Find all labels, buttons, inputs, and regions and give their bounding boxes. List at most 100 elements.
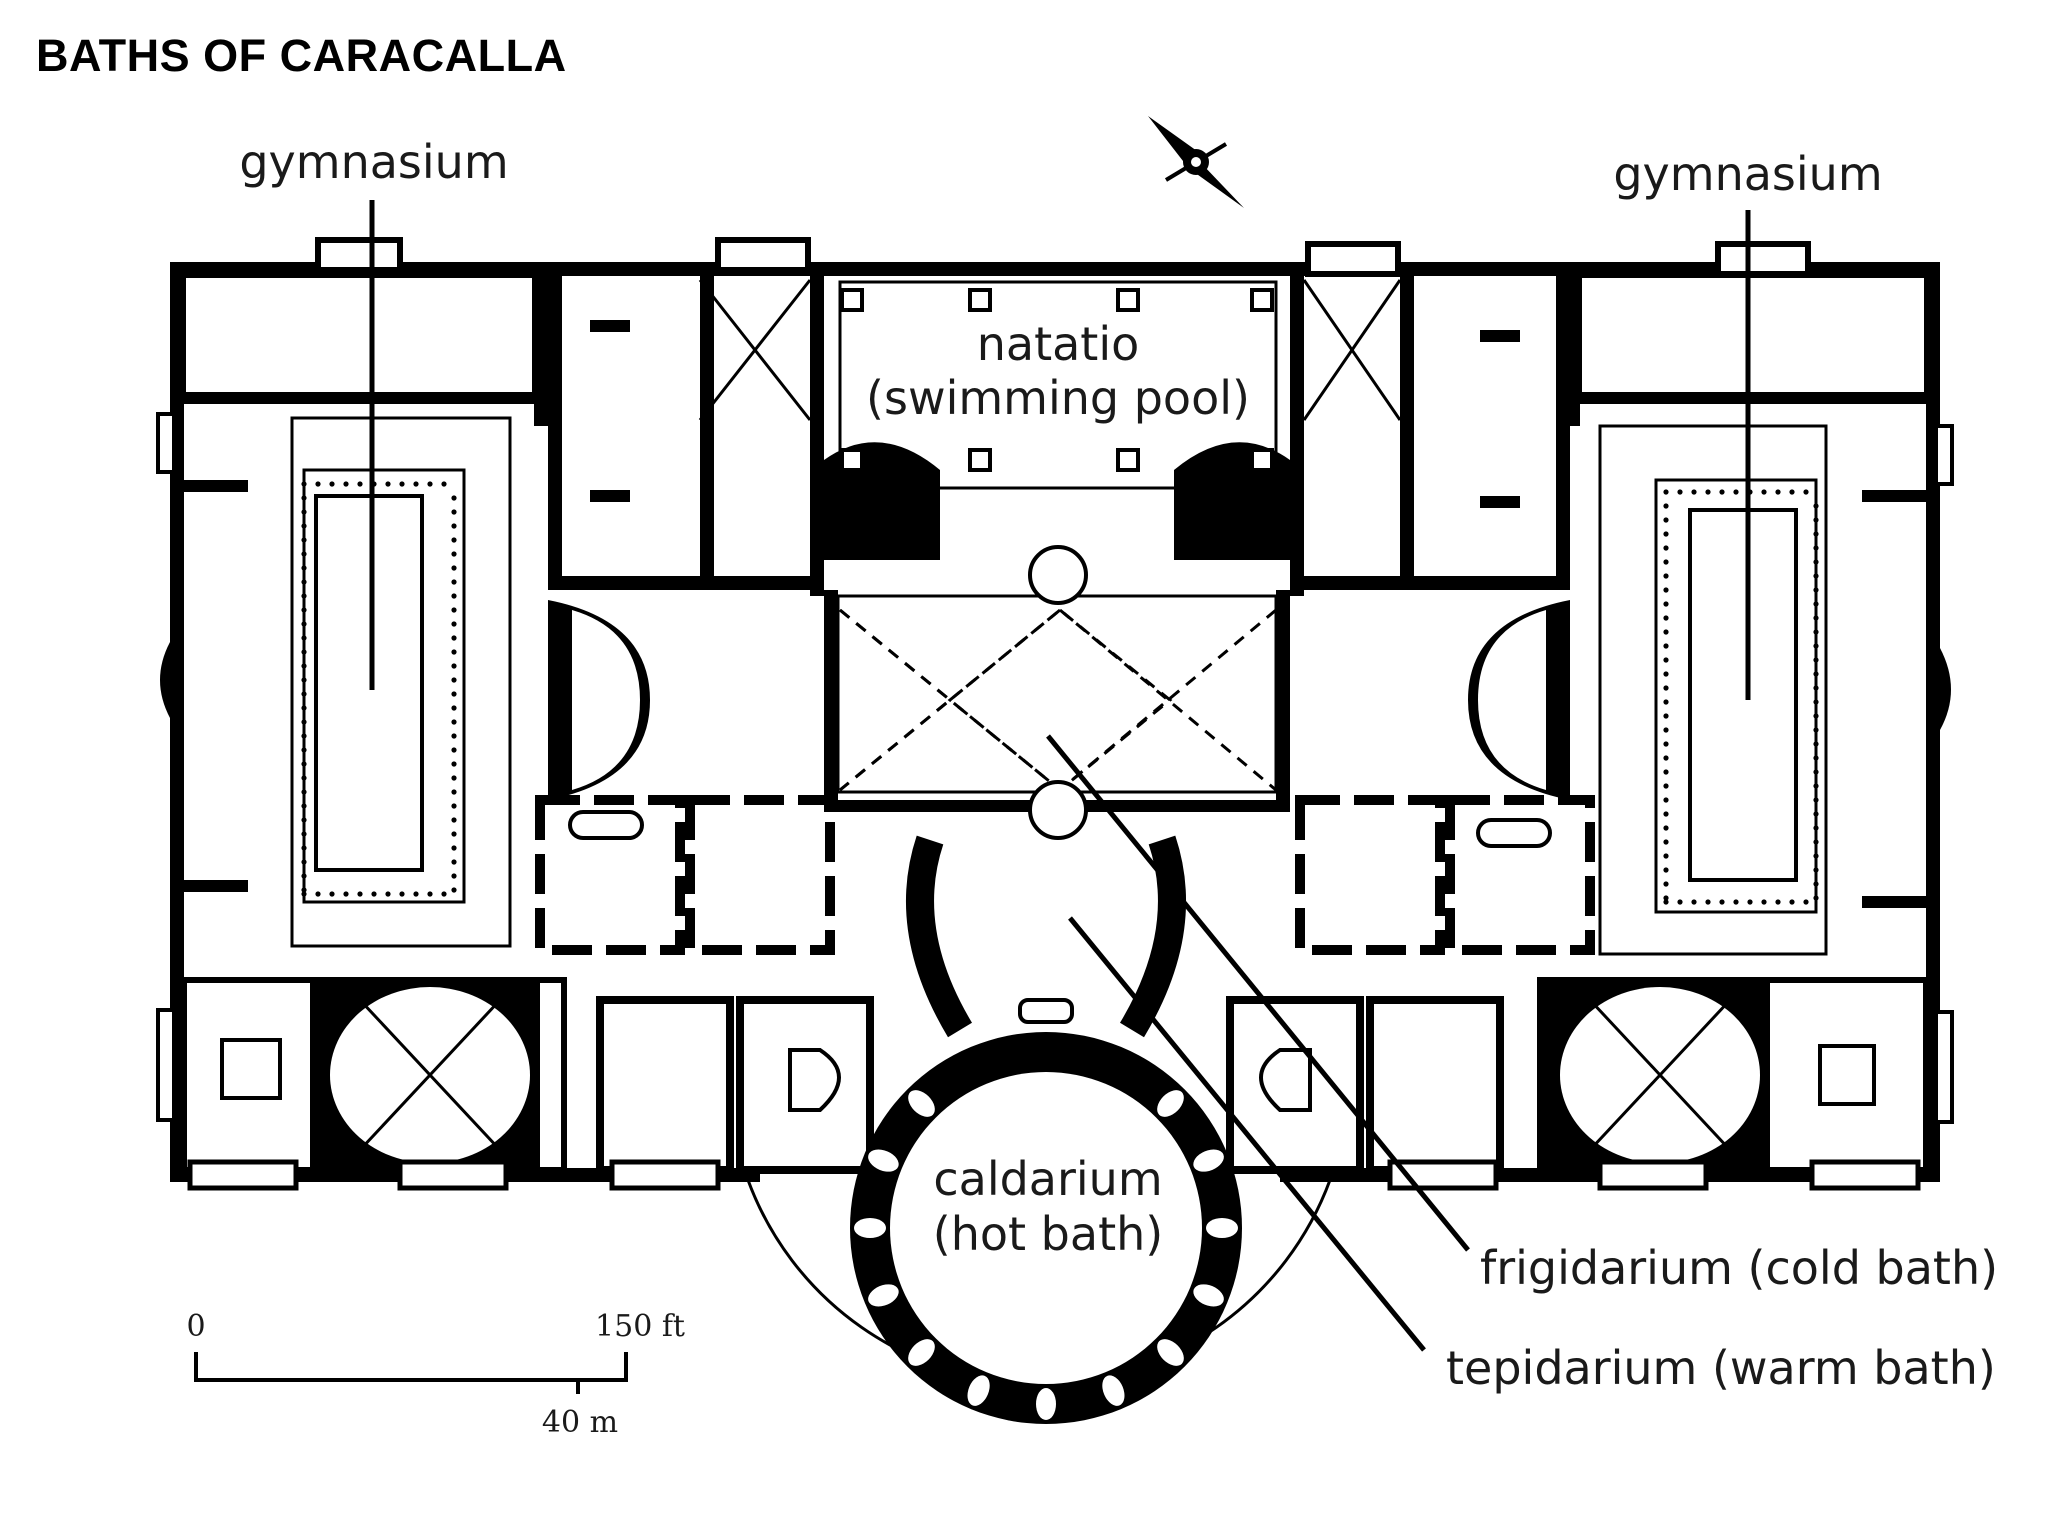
- column-dot: [301, 495, 307, 501]
- column-dot: [301, 747, 307, 753]
- column-dot: [301, 873, 307, 879]
- column-dot: [1813, 783, 1819, 789]
- column-dot: [441, 891, 447, 897]
- column-dot: [451, 691, 457, 697]
- column-dot: [1663, 899, 1669, 905]
- column-dot: [1813, 559, 1819, 565]
- column-dot: [451, 523, 457, 529]
- column-dot: [357, 891, 363, 897]
- column-dot: [1789, 899, 1795, 905]
- column-dot: [1663, 895, 1669, 901]
- column-dot: [1677, 899, 1683, 905]
- column-dot: [301, 705, 307, 711]
- column-dot: [1775, 899, 1781, 905]
- column-dot: [329, 891, 335, 897]
- caldarium-niche: [1206, 1218, 1238, 1238]
- column-dot: [399, 481, 405, 487]
- column-dot: [451, 859, 457, 865]
- lower-left-rooms: [181, 977, 874, 1174]
- column-dot: [451, 621, 457, 627]
- caldarium-niche: [908, 1339, 935, 1366]
- column-dot: [301, 607, 307, 613]
- caldarium-niche: [868, 1284, 899, 1307]
- column-dot: [427, 481, 433, 487]
- label-tepidarium: tepidarium (warm bath): [1446, 1341, 1996, 1395]
- column-dot: [1663, 685, 1669, 691]
- column-dot: [1663, 825, 1669, 831]
- scale-zero-label: 0: [186, 1309, 205, 1344]
- column-dot: [1813, 895, 1819, 901]
- column-dot: [1705, 489, 1711, 495]
- column-dot: [301, 551, 307, 557]
- column-dot: [451, 509, 457, 515]
- column-dot: [385, 481, 391, 487]
- column-dot: [301, 719, 307, 725]
- column-dot: [301, 845, 307, 851]
- column-dot: [1803, 489, 1809, 495]
- column-dot: [1813, 573, 1819, 579]
- column-dot: [1663, 601, 1669, 607]
- column-dot: [371, 891, 377, 897]
- column-dot: [413, 481, 419, 487]
- column-dot: [1663, 867, 1669, 873]
- column-dot: [1761, 899, 1767, 905]
- column-dot: [1663, 531, 1669, 537]
- caldarium-niche: [1157, 1339, 1184, 1366]
- caldarium-niche: [1193, 1149, 1224, 1172]
- column-dot: [451, 565, 457, 571]
- column-dot: [1813, 755, 1819, 761]
- column-dot: [1813, 685, 1819, 691]
- column-dot: [1813, 615, 1819, 621]
- column-dot: [301, 621, 307, 627]
- column-dot: [343, 481, 349, 487]
- column-dot: [1813, 797, 1819, 803]
- column-dot: [385, 891, 391, 897]
- column-dot: [301, 579, 307, 585]
- gymnasium-pointers: [369, 200, 1751, 700]
- column-dot: [1663, 587, 1669, 593]
- column-dot: [451, 635, 457, 641]
- column-dot: [1733, 489, 1739, 495]
- column-dot: [451, 747, 457, 753]
- label-gymnasium-right: gymnasium: [1613, 147, 1882, 201]
- column-dot: [301, 593, 307, 599]
- column-dot: [1663, 839, 1669, 845]
- column-dot: [451, 649, 457, 655]
- column-dot: [1813, 867, 1819, 873]
- column-dot: [301, 887, 307, 893]
- column-dot: [301, 537, 307, 543]
- column-dot: [1705, 899, 1711, 905]
- column-dot: [451, 537, 457, 543]
- column-dot: [1813, 839, 1819, 845]
- natatio-pool: [698, 279, 1402, 560]
- column-dot: [451, 789, 457, 795]
- column-dot: [451, 887, 457, 893]
- column-dot: [301, 635, 307, 641]
- side-exedrae: [548, 600, 1570, 800]
- column-dot: [1663, 755, 1669, 761]
- column-dot: [451, 733, 457, 739]
- column-dot: [357, 481, 363, 487]
- column-dot: [1663, 615, 1669, 621]
- column-dot: [1663, 629, 1669, 635]
- column-dot: [1813, 811, 1819, 817]
- column-dot: [413, 891, 419, 897]
- page-title: BATHS OF CARACALLA: [36, 30, 567, 81]
- column-dot: [451, 663, 457, 669]
- column-dot: [329, 481, 335, 487]
- column-dot: [1813, 629, 1819, 635]
- column-dot: [301, 677, 307, 683]
- colonnade-dots: [301, 481, 1819, 905]
- column-dot: [1663, 881, 1669, 887]
- column-dot: [1761, 489, 1767, 495]
- frigidarium-hall: [836, 545, 1278, 840]
- column-dot: [451, 593, 457, 599]
- column-dot: [301, 663, 307, 669]
- leader-lines: [1046, 734, 1470, 1352]
- scale-feet-label: 150 ft: [595, 1309, 685, 1344]
- column-dot: [451, 705, 457, 711]
- column-dot: [1813, 727, 1819, 733]
- column-dot: [1663, 517, 1669, 523]
